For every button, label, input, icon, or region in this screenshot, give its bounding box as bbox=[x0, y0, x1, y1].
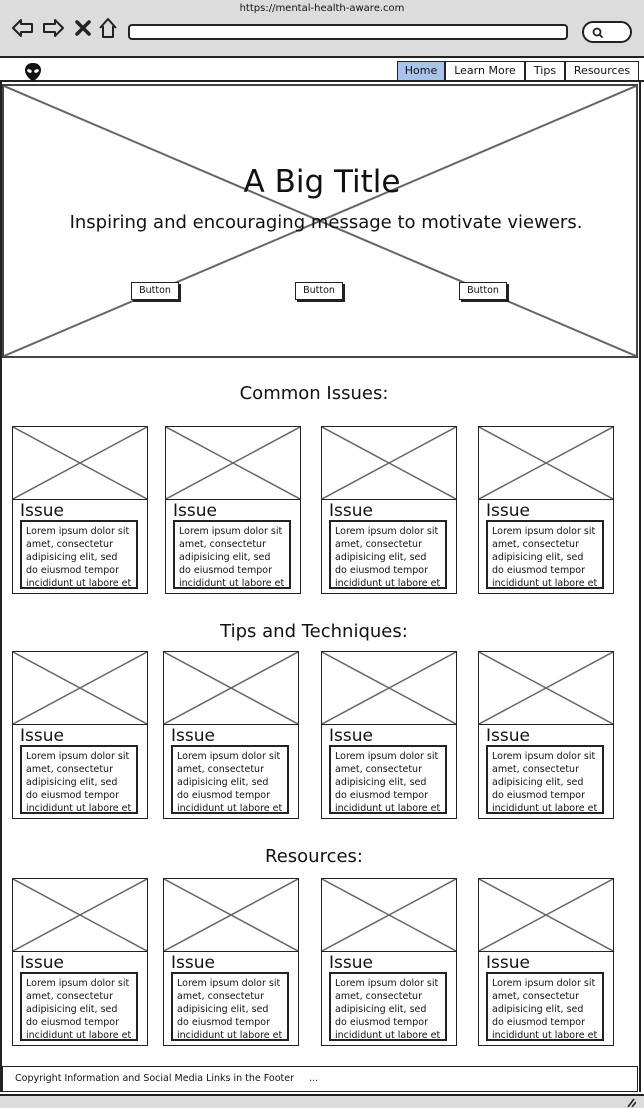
card-image-placeholder bbox=[479, 427, 613, 500]
home-icon[interactable] bbox=[96, 14, 122, 42]
card-title: Issue bbox=[329, 726, 373, 746]
search-box[interactable] bbox=[582, 21, 632, 43]
card-text: Lorem ipsum dolor sit amet, consectetur … bbox=[171, 745, 289, 814]
card-title: Issue bbox=[486, 953, 530, 973]
hero-button-1[interactable]: Button bbox=[131, 282, 179, 300]
card-title: Issue bbox=[329, 953, 373, 973]
card-image-placeholder bbox=[13, 427, 147, 500]
footer: Copyright Information and Social Media L… bbox=[2, 1066, 638, 1092]
resource-card[interactable]: Issue Lorem ipsum dolor sit amet, consec… bbox=[478, 878, 614, 1046]
close-icon[interactable] bbox=[72, 14, 98, 42]
card-text: Lorem ipsum dolor sit amet, consectetur … bbox=[173, 520, 291, 589]
card-text: Lorem ipsum dolor sit amet, consectetur … bbox=[486, 972, 604, 1041]
hero-image-placeholder bbox=[2, 84, 638, 358]
search-icon bbox=[592, 27, 603, 38]
card-title: Issue bbox=[20, 501, 64, 521]
card-title: Issue bbox=[20, 726, 64, 746]
card-image-placeholder bbox=[164, 652, 298, 725]
card-text: Lorem ipsum dolor sit amet, consectetur … bbox=[486, 745, 604, 814]
hero-button-2[interactable]: Button bbox=[295, 282, 343, 300]
issue-card[interactable]: Issue Lorem ipsum dolor sit amet, consec… bbox=[321, 426, 457, 594]
tip-card[interactable]: Issue Lorem ipsum dolor sit amet, consec… bbox=[478, 651, 614, 819]
card-text: Lorem ipsum dolor sit amet, consectetur … bbox=[329, 972, 447, 1041]
card-image-placeholder bbox=[13, 652, 147, 725]
page-frame bbox=[0, 82, 641, 1092]
section-title-resources: Resources: bbox=[265, 846, 363, 867]
card-text: Lorem ipsum dolor sit amet, consectetur … bbox=[20, 972, 138, 1041]
card-text: Lorem ipsum dolor sit amet, consectetur … bbox=[329, 745, 447, 814]
card-image-placeholder bbox=[164, 879, 298, 952]
issue-card[interactable]: Issue Lorem ipsum dolor sit amet, consec… bbox=[165, 426, 301, 594]
hero-title: A Big Title bbox=[243, 164, 401, 200]
resource-card[interactable]: Issue Lorem ipsum dolor sit amet, consec… bbox=[321, 878, 457, 1046]
card-text: Lorem ipsum dolor sit amet, consectetur … bbox=[171, 972, 289, 1041]
hero-button-3[interactable]: Button bbox=[459, 282, 507, 300]
hero-subtitle: Inspiring and encouraging message to mot… bbox=[69, 212, 583, 233]
card-text: Lorem ipsum dolor sit amet, consectetur … bbox=[486, 520, 604, 589]
resource-card[interactable]: Issue Lorem ipsum dolor sit amet, consec… bbox=[163, 878, 299, 1046]
card-title: Issue bbox=[329, 501, 373, 521]
card-title: Issue bbox=[20, 953, 64, 973]
card-title: Issue bbox=[486, 501, 530, 521]
card-text: Lorem ipsum dolor sit amet, consectetur … bbox=[329, 520, 447, 589]
tab-learn-more[interactable]: Learn More bbox=[445, 61, 525, 81]
card-title: Issue bbox=[486, 726, 530, 746]
card-image-placeholder bbox=[13, 879, 147, 952]
card-image-placeholder bbox=[322, 652, 456, 725]
card-title: Issue bbox=[173, 501, 217, 521]
issue-card[interactable]: Issue Lorem ipsum dolor sit amet, consec… bbox=[478, 426, 614, 594]
tip-card[interactable]: Issue Lorem ipsum dolor sit amet, consec… bbox=[321, 651, 457, 819]
card-image-placeholder bbox=[166, 427, 300, 500]
card-title: Issue bbox=[171, 726, 215, 746]
card-text: Lorem ipsum dolor sit amet, consectetur … bbox=[20, 745, 138, 814]
footer-ellipsis: ... bbox=[309, 1073, 319, 1084]
card-title: Issue bbox=[171, 953, 215, 973]
tip-card[interactable]: Issue Lorem ipsum dolor sit amet, consec… bbox=[12, 651, 148, 819]
address-bar[interactable] bbox=[128, 24, 568, 40]
section-title-common-issues: Common Issues: bbox=[239, 383, 389, 404]
tab-home[interactable]: Home bbox=[397, 61, 445, 81]
footer-text: Copyright Information and Social Media L… bbox=[15, 1073, 295, 1084]
card-image-placeholder bbox=[479, 879, 613, 952]
issue-card[interactable]: Issue Lorem ipsum dolor sit amet, consec… bbox=[12, 426, 148, 594]
alien-head-icon[interactable] bbox=[24, 62, 42, 82]
resize-grip-icon[interactable] bbox=[624, 1097, 636, 1107]
browser-status-bar bbox=[0, 1094, 644, 1108]
forward-arrow-icon[interactable] bbox=[40, 14, 66, 42]
card-image-placeholder bbox=[479, 652, 613, 725]
url-label: https://mental-health-aware.com bbox=[239, 3, 405, 14]
card-image-placeholder bbox=[322, 427, 456, 500]
tip-card[interactable]: Issue Lorem ipsum dolor sit amet, consec… bbox=[163, 651, 299, 819]
tab-resources[interactable]: Resources bbox=[565, 61, 639, 81]
card-image-placeholder bbox=[322, 879, 456, 952]
resource-card[interactable]: Issue Lorem ipsum dolor sit amet, consec… bbox=[12, 878, 148, 1046]
back-arrow-icon[interactable] bbox=[10, 14, 36, 42]
section-title-tips: Tips and Techniques: bbox=[220, 621, 408, 642]
card-text: Lorem ipsum dolor sit amet, consectetur … bbox=[20, 520, 138, 589]
tab-tips[interactable]: Tips bbox=[525, 61, 565, 81]
